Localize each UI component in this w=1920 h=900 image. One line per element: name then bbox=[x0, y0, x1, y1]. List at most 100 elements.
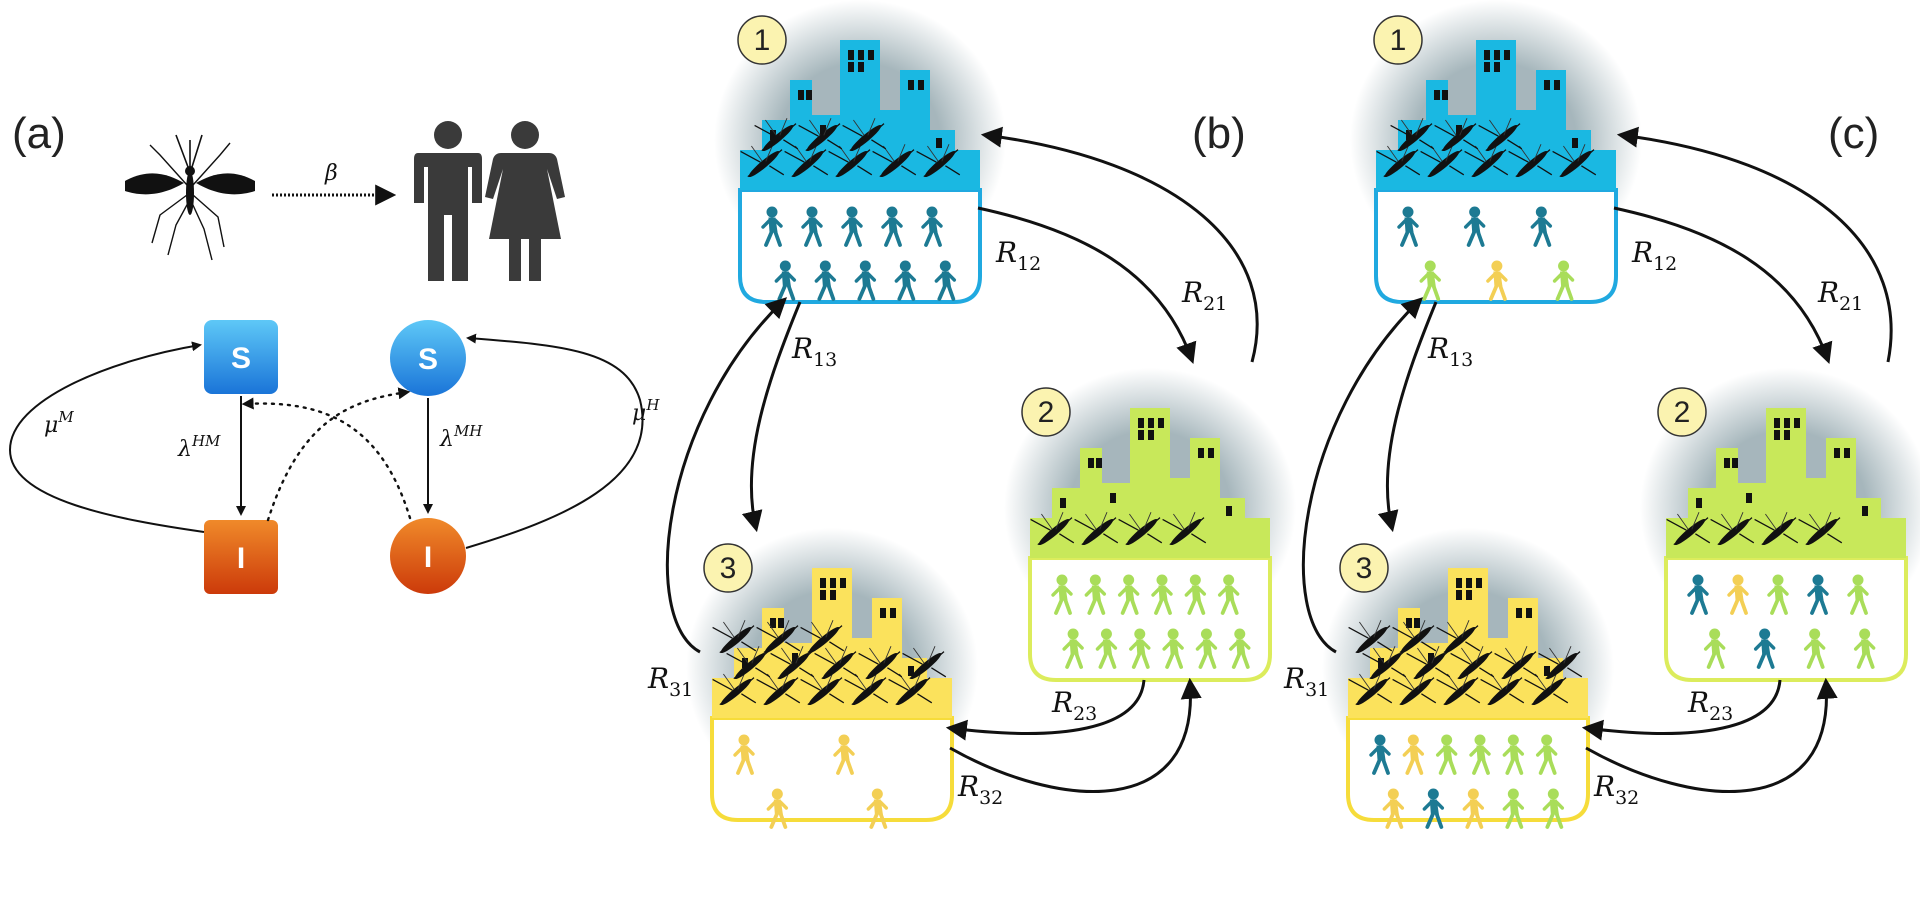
arrow-r32-c bbox=[1585, 677, 1838, 794]
patch-number-badge bbox=[737, 15, 787, 65]
patch-number-label: 3 bbox=[1356, 552, 1373, 585]
building-window bbox=[1148, 418, 1154, 428]
rate-r32-c: R32 bbox=[1593, 770, 1639, 809]
rate-r12-c: R12 bbox=[1631, 236, 1677, 275]
mosquito-infected-node bbox=[204, 520, 278, 594]
building-window bbox=[918, 80, 924, 90]
patch-number-badge bbox=[1339, 543, 1389, 593]
rate-r13-c: R13 bbox=[1427, 332, 1473, 371]
human-to-mosquito-dotted-arrow bbox=[241, 397, 412, 520]
rate-r31-c: R31 bbox=[1283, 662, 1329, 701]
rate-r31-b: R31 bbox=[647, 662, 693, 701]
patch-number-label: 1 bbox=[1390, 24, 1407, 57]
mosquito-recovery-loop bbox=[8, 341, 205, 533]
patch-1-b: 1 bbox=[714, 0, 1006, 304]
building-window bbox=[792, 653, 798, 663]
building-window bbox=[1794, 418, 1800, 428]
building-window bbox=[1466, 578, 1472, 588]
arrow-r21-b bbox=[980, 126, 1259, 363]
mosquito-susceptible-label: S bbox=[231, 342, 251, 375]
human-susceptible-label: S bbox=[418, 343, 438, 376]
patch-group-b: 123 bbox=[686, 0, 1296, 829]
building-window bbox=[1774, 418, 1780, 428]
building-window bbox=[1494, 62, 1500, 72]
rate-r21-b: R21 bbox=[1181, 276, 1227, 315]
rate-r23-c: R23 bbox=[1687, 686, 1733, 725]
building-window bbox=[1110, 493, 1116, 503]
patch-2-c: 2 bbox=[1640, 368, 1920, 682]
building-window bbox=[1476, 578, 1482, 588]
building-window bbox=[1414, 618, 1420, 628]
building-window bbox=[830, 590, 836, 600]
man-icon bbox=[414, 121, 482, 281]
building-window bbox=[858, 50, 864, 60]
mosquito-susceptible-node bbox=[204, 320, 278, 394]
building-window bbox=[1138, 418, 1144, 428]
building-window bbox=[890, 608, 896, 618]
patch-3-c: 3 bbox=[1322, 528, 1614, 829]
building-window bbox=[1456, 578, 1462, 588]
building-window bbox=[820, 125, 826, 135]
building-window bbox=[1456, 590, 1462, 600]
building-window bbox=[1428, 653, 1434, 663]
human-recovery-loop bbox=[465, 333, 644, 549]
human-infected-label: I bbox=[424, 541, 432, 574]
building-window bbox=[1724, 458, 1730, 468]
building-window bbox=[1504, 50, 1510, 60]
building-window bbox=[770, 618, 776, 628]
arrow-r23-c bbox=[1581, 679, 1782, 741]
building-window bbox=[840, 578, 846, 588]
rate-r23-b: R23 bbox=[1051, 686, 1097, 725]
patch-number-badge bbox=[1021, 387, 1071, 437]
lambda-mh-label: λMH bbox=[439, 422, 483, 452]
panel-label-a: (a) bbox=[12, 109, 66, 158]
patch-group-c: 1 2 3 bbox=[1322, 0, 1920, 829]
patch-number-badge bbox=[703, 543, 753, 593]
patch-number-label: 2 bbox=[1674, 396, 1691, 429]
rate-r12-b: R12 bbox=[995, 236, 1041, 275]
building-window bbox=[1442, 90, 1448, 100]
building-window bbox=[1746, 493, 1752, 503]
building-window bbox=[1696, 498, 1702, 508]
building-window bbox=[1784, 418, 1790, 428]
building-window bbox=[908, 666, 914, 676]
building-window bbox=[1554, 80, 1560, 90]
building-window bbox=[1862, 506, 1868, 516]
mu-m-label: μM bbox=[44, 408, 74, 438]
patch-number-label: 2 bbox=[1038, 396, 1055, 429]
building-window bbox=[1198, 448, 1204, 458]
building-window bbox=[1148, 430, 1154, 440]
patch-number-label: 1 bbox=[754, 24, 771, 57]
human-infected-node bbox=[390, 518, 466, 594]
building-window bbox=[1844, 448, 1850, 458]
building-window bbox=[868, 50, 874, 60]
arrow-r32-b bbox=[949, 677, 1202, 794]
arrow-r12-c bbox=[1613, 206, 1833, 364]
panel-b: (b) 123 R12 R21 R13 R31 R23 R32 bbox=[647, 0, 1296, 829]
building-window bbox=[1526, 608, 1532, 618]
building-window bbox=[1406, 618, 1412, 628]
building-window bbox=[1088, 458, 1094, 468]
arrow-r23-b bbox=[945, 679, 1146, 741]
mu-h-label: μH bbox=[632, 396, 660, 426]
building-window bbox=[1158, 418, 1164, 428]
building-window bbox=[830, 578, 836, 588]
building-window bbox=[806, 90, 812, 100]
arrow-r12-b bbox=[977, 206, 1197, 364]
lambda-hm-label: λHM bbox=[177, 432, 221, 462]
arrow-r21-c bbox=[1616, 126, 1893, 363]
building-window bbox=[1784, 430, 1790, 440]
mosquito-icon bbox=[125, 134, 255, 261]
woman-icon bbox=[485, 121, 565, 281]
building-window bbox=[908, 80, 914, 90]
building-window bbox=[1484, 50, 1490, 60]
arrow-r31-c bbox=[1301, 297, 1424, 654]
patch-population-area bbox=[1664, 556, 1908, 682]
patch-1-c: 1 bbox=[1350, 0, 1642, 304]
building-window bbox=[1544, 666, 1550, 676]
panel-a: (a) β S I S bbox=[8, 109, 660, 594]
building-window bbox=[1834, 448, 1840, 458]
mosquito-to-human-dotted-arrow bbox=[266, 387, 411, 522]
rate-r21-c: R21 bbox=[1817, 276, 1863, 315]
